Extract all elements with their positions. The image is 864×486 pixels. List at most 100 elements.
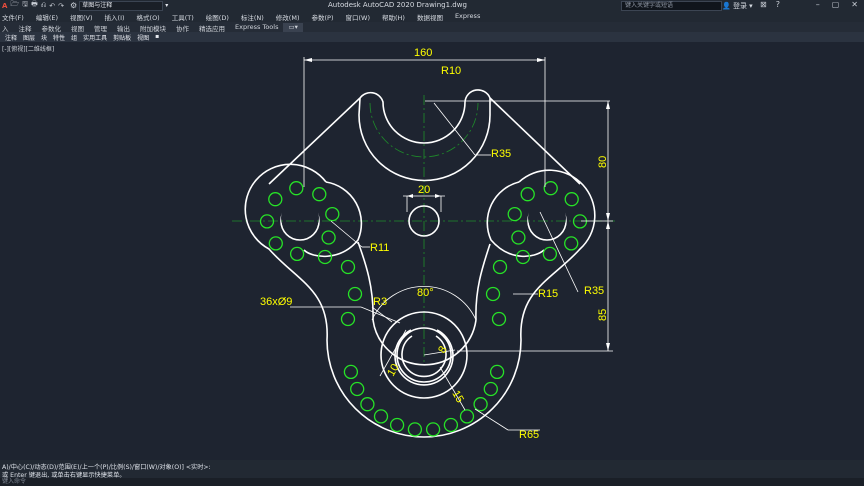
tab-collaborate[interactable]: 协作 xyxy=(176,24,189,33)
panel-properties[interactable]: 特性 xyxy=(53,34,66,42)
pattern-hole xyxy=(289,246,305,262)
command-history-line-2: 或 Enter 键退出, 或单击右键显示快捷菜单。 xyxy=(2,472,126,479)
minimize-icon[interactable]: – xyxy=(815,0,820,9)
dim-r3: R3 xyxy=(373,296,387,308)
pattern-hole xyxy=(491,311,507,327)
undo-icon[interactable]: ↶ xyxy=(49,1,56,10)
command-input[interactable]: 键入命令 xyxy=(0,478,864,486)
pattern-hole xyxy=(343,364,359,380)
menu-draw[interactable]: 绘图(D) xyxy=(205,13,229,22)
pattern-hole xyxy=(360,397,375,412)
pattern-hole xyxy=(511,230,526,245)
pattern-hole xyxy=(443,417,459,433)
title-right-icons: ⊠ ? xyxy=(760,0,780,9)
pattern-hole xyxy=(564,236,579,251)
close-icon[interactable]: ✕ xyxy=(851,0,858,9)
menu-parametric[interactable]: 参数(P) xyxy=(311,13,334,22)
panel-utilities[interactable]: 实用工具 xyxy=(83,34,108,42)
menu-express[interactable]: Express xyxy=(454,11,481,20)
pattern-hole xyxy=(473,397,488,412)
tab-addins[interactable]: 附加模块 xyxy=(140,24,166,33)
part-outline xyxy=(244,89,596,438)
pattern-hole xyxy=(492,259,508,275)
exchange-icon[interactable]: ⊠ xyxy=(760,0,767,9)
chevron-down-icon: ▾ xyxy=(165,2,169,9)
dim-r15: R15 xyxy=(538,288,558,300)
pattern-hole xyxy=(350,381,365,397)
menu-edit[interactable]: 编辑(E) xyxy=(35,13,58,22)
panel-more-icon[interactable]: ▪ xyxy=(155,32,160,40)
pattern-hole xyxy=(317,249,333,265)
pattern-hole xyxy=(407,422,423,437)
dim-80-angle: 80° xyxy=(417,287,434,299)
tab-parametric[interactable]: 参数化 xyxy=(41,24,62,33)
tab-annotate[interactable]: 注释 xyxy=(18,24,32,33)
help-icon[interactable]: ? xyxy=(775,0,780,9)
pattern-hole xyxy=(347,286,363,302)
pattern-hole xyxy=(483,381,498,397)
dim-10: 10 xyxy=(385,362,402,379)
dim-8: 8 xyxy=(436,344,449,355)
panel-groups[interactable]: 组 xyxy=(71,34,78,42)
menu-help[interactable]: 帮助(H) xyxy=(381,13,405,22)
command-line: A)/中心(C)/动态(D)/范围(E)/上一个(P)/比例(S)/窗口(W)/… xyxy=(0,460,864,486)
open-icon[interactable]: 🗁 xyxy=(10,0,20,8)
panel-block[interactable]: 块 xyxy=(41,34,48,42)
dim-r35-right: R35 xyxy=(584,285,604,297)
menu-dataview[interactable]: 数据视图 xyxy=(416,13,443,22)
menu-format[interactable]: 格式(O) xyxy=(136,13,160,22)
dim-15: 15 xyxy=(449,389,466,406)
pattern-hole xyxy=(507,206,522,222)
menu-window[interactable]: 窗口(W) xyxy=(345,13,370,22)
pattern-hole xyxy=(515,249,531,265)
drawing-canvas[interactable]: 160 R10 R35 80 20 R11 R35 R15 85 36xØ9 R… xyxy=(0,42,864,460)
window-title: Autodesk AutoCAD 2020 Drawing1.dwg xyxy=(328,1,467,9)
ribbon-toggle-icon[interactable]: ▭▾ xyxy=(283,22,303,33)
pattern-hole xyxy=(542,246,558,262)
menu-modify[interactable]: 修改(M) xyxy=(275,13,300,22)
print-icon[interactable]: 🖶 xyxy=(31,0,38,8)
panel-view[interactable]: 视图 xyxy=(137,34,150,42)
menu-file[interactable]: 文件(F) xyxy=(2,13,24,22)
tab-insert[interactable]: 入 xyxy=(2,24,9,33)
tab-featured-apps[interactable]: 精选应用 xyxy=(199,24,225,33)
save-icon[interactable]: 🖫 xyxy=(22,0,29,8)
menu-view[interactable]: 视图(V) xyxy=(70,13,93,22)
search-input[interactable]: 键入关键字或短语 xyxy=(621,1,722,11)
pattern-hole xyxy=(485,286,501,302)
user-icon: 👤 xyxy=(722,2,731,10)
app-menu-button[interactable]: A xyxy=(2,1,8,10)
tab-express-tools[interactable]: Express Tools xyxy=(235,22,279,31)
pattern-hole xyxy=(459,409,475,424)
pattern-hole xyxy=(325,206,340,222)
pattern-hole xyxy=(268,236,283,251)
pattern-hole xyxy=(312,187,327,202)
panel-annotate[interactable]: 注释 xyxy=(5,34,18,42)
tab-view[interactable]: 视图 xyxy=(71,24,84,33)
tab-output[interactable]: 输出 xyxy=(117,24,130,33)
pattern-hole xyxy=(268,192,283,207)
menu-insert[interactable]: 插入(I) xyxy=(104,13,125,22)
workspace-switcher[interactable]: ⚙ 草图与注释 ▾ xyxy=(70,0,169,11)
tab-manage[interactable]: 管理 xyxy=(94,24,107,33)
ribbon-tabs: 入 注释 参数化 视图 管理 输出 附加模块 协作 精选应用 Express T… xyxy=(0,22,864,33)
saveas-icon[interactable]: ⎌ xyxy=(40,1,47,9)
dim-r11: R11 xyxy=(370,242,389,254)
redo-icon[interactable]: ↷ xyxy=(58,1,65,10)
menu-dimension[interactable]: 标注(N) xyxy=(240,13,264,22)
pattern-hole xyxy=(373,409,389,424)
dimension-texts: 160 R10 R35 80 20 R11 R35 R15 85 36xØ9 R… xyxy=(260,47,609,441)
panel-clipboard[interactable]: 剪贴板 xyxy=(113,34,132,42)
viewport-label[interactable]: [-][俯视][二维线框] xyxy=(2,46,55,53)
panel-layers[interactable]: 图层 xyxy=(23,34,36,42)
maximize-icon[interactable]: ▢ xyxy=(831,0,840,9)
dim-160: 160 xyxy=(414,47,432,59)
pattern-hole xyxy=(289,181,304,196)
dim-85-height: 85 xyxy=(597,309,609,321)
dim-r35-top: R35 xyxy=(491,148,511,160)
login-button[interactable]: 👤 登录 ▾ xyxy=(722,2,753,10)
pattern-hole xyxy=(389,417,405,433)
workspace-select[interactable]: 草图与注释 xyxy=(79,0,164,11)
menu-tools[interactable]: 工具(T) xyxy=(171,13,194,22)
pattern-hole xyxy=(564,192,579,207)
